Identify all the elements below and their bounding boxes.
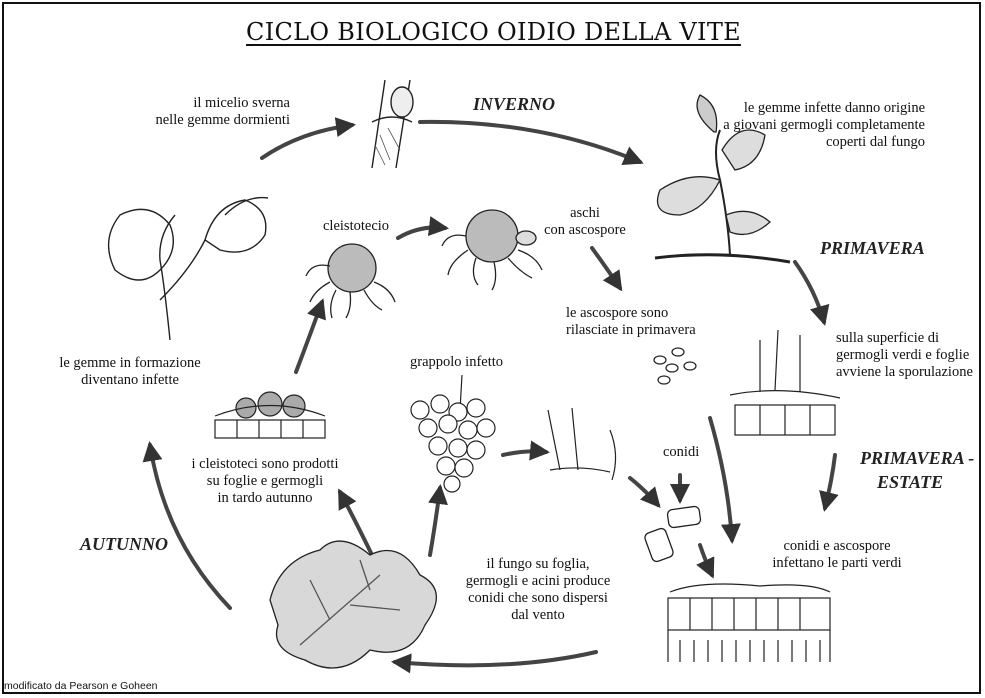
credit-text: modificato da Pearson e Goheen — [4, 680, 158, 692]
label-ascospores-released: le ascospore sono rilasciate in primaver… — [566, 305, 696, 338]
germination-illustration — [547, 407, 617, 481]
arrow-cluster-to-germination — [501, 440, 550, 461]
arrow-sporulation-to-leaf — [708, 416, 741, 544]
label-cleistothecium: cleistotecio — [323, 218, 390, 234]
arrow-cleistothecium-to-asci — [396, 216, 449, 240]
label-cleistothecia-produced: i cleistoteci sono prodotti su foglie e … — [191, 456, 339, 506]
sporulation-illustration — [729, 329, 841, 436]
asci-illustration — [441, 209, 543, 291]
label-fungus-on-leaf: il fungo su foglia, germogli e acini pro… — [465, 556, 611, 623]
tissue-illustration — [667, 583, 831, 662]
arrow-cleistothecia-to-cleistothecium — [294, 298, 326, 374]
arrow-leaf-to-buds — [142, 441, 232, 610]
arrow-spring-to-sporulation — [793, 260, 830, 326]
season-autumn: AUTUNNO — [80, 534, 168, 554]
arrow-leaf-to-cluster — [428, 484, 448, 557]
arrow-spores-to-tissue — [696, 543, 715, 579]
label-infect-green: conidi e ascospore infettano le parti ve… — [772, 538, 902, 571]
conidia-illustration — [644, 505, 702, 563]
season-spring: PRIMAVERA — [820, 238, 925, 258]
infected-leaf-illustration — [269, 540, 438, 669]
season-spring-summer: PRIMAVERA - ESTATE — [860, 448, 975, 492]
ascospores-illustration — [653, 347, 697, 385]
arrow-asci-to-released — [590, 246, 623, 292]
cleistothecium-illustration — [305, 243, 396, 319]
label-winter-mycelium: il micelio sverna nelle gemme dormienti — [155, 95, 291, 128]
diagram-title: CICLO BIOLOGICO OIDIO DELLA VITE — [246, 18, 741, 46]
arrow-estate-to-leaf-bottom — [391, 650, 598, 674]
label-asci: aschi con ascospore — [544, 205, 626, 238]
arrow-winter-to-spring — [418, 119, 644, 166]
arrow-sporulation-to-estate — [819, 453, 839, 512]
arrow-leaf-to-cleistothecia — [338, 488, 374, 557]
label-sporulation: sulla superficie di germogli verdi e fog… — [836, 330, 973, 380]
cleistothecia-on-tissue-illustration — [214, 391, 326, 439]
arrow-autumn-to-winter — [260, 117, 356, 160]
arrow-conidia-to-spores — [628, 476, 661, 509]
season-winter: INVERNO — [473, 94, 556, 114]
label-conidia: conidi — [663, 444, 700, 460]
infected-shoot-illustration — [654, 94, 791, 264]
label-infected-cluster: grappolo infetto — [410, 354, 504, 370]
label-buds-forming: le gemme in formazione diventano infette — [59, 355, 201, 388]
vine-shoot-illustration — [107, 196, 269, 341]
dormant-bud-illustration — [371, 79, 414, 169]
label-infected-buds: le gemme infette danno origine a giovani… — [723, 100, 925, 150]
grape-cluster-illustration — [410, 374, 496, 493]
